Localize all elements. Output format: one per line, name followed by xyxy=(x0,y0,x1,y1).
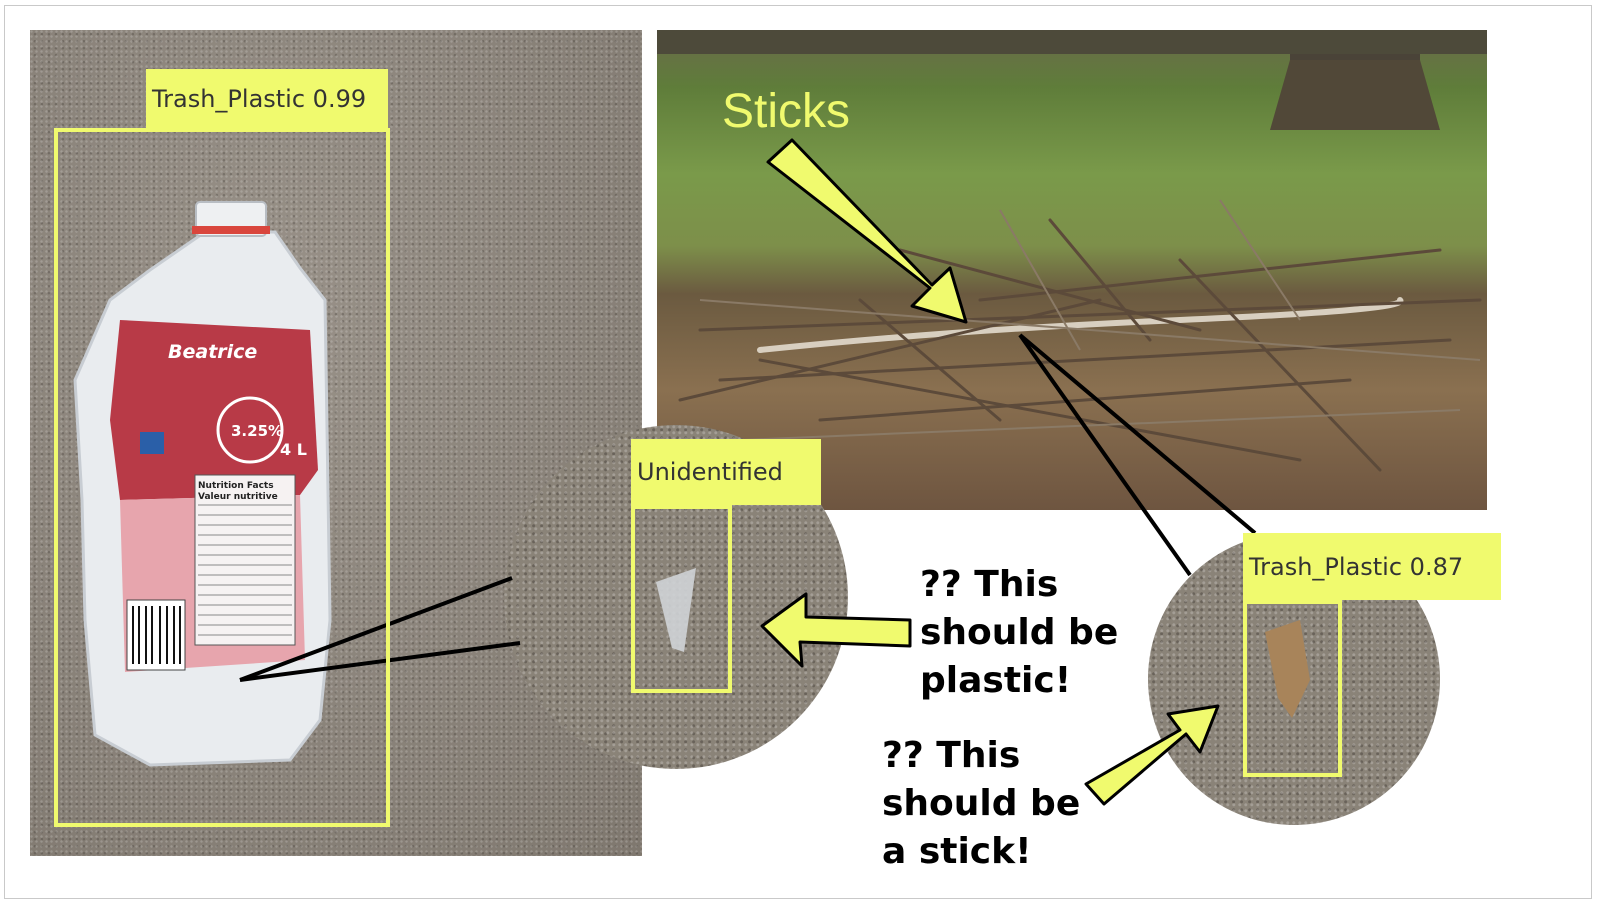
slide-frame xyxy=(4,5,1592,899)
note1-line1: ?? This xyxy=(920,564,1059,605)
detection-box-unidentified xyxy=(631,505,732,693)
jug-brand: Beatrice xyxy=(168,341,257,363)
plastic-fragment xyxy=(656,568,696,652)
note2-line3: a stick! xyxy=(882,831,1032,872)
callout-line-upper xyxy=(239,576,513,682)
jug-volume: 4 L xyxy=(280,440,307,459)
callout-line-stick-right xyxy=(1018,333,1257,535)
detection-label-stick-fragment: Trash_Plastic 0.87 xyxy=(1243,533,1501,600)
stick-fragment xyxy=(1265,620,1310,718)
note2-line2: should be xyxy=(882,783,1081,824)
note-should-be-stick: ?? This should be a stick! xyxy=(882,732,1080,876)
jug-panel-title-fr: Valeur nutritive xyxy=(198,492,278,502)
note1-line2: should be xyxy=(920,612,1119,653)
sticks-arrow xyxy=(766,138,968,324)
note2-line1: ?? This xyxy=(882,735,1021,776)
note1-arrow xyxy=(760,592,912,668)
detection-label-unidentified: Unidentified xyxy=(631,439,821,505)
note2-arrow xyxy=(1084,704,1220,806)
detection-box-jug xyxy=(54,128,390,827)
detection-label-jug: Trash_Plastic 0.99 xyxy=(146,69,388,129)
jug-fat-percent: 3.25% xyxy=(231,422,283,440)
callout-line-lower xyxy=(239,641,521,682)
detection-box-stick-fragment xyxy=(1243,600,1342,777)
callout-line-stick-left xyxy=(1018,333,1192,577)
jug-panel-title: Nutrition Facts xyxy=(198,481,274,491)
note1-line3: plastic! xyxy=(920,660,1072,701)
note-should-be-plastic: ?? This should be plastic! xyxy=(920,561,1118,705)
sticks-label: Sticks xyxy=(722,85,851,138)
